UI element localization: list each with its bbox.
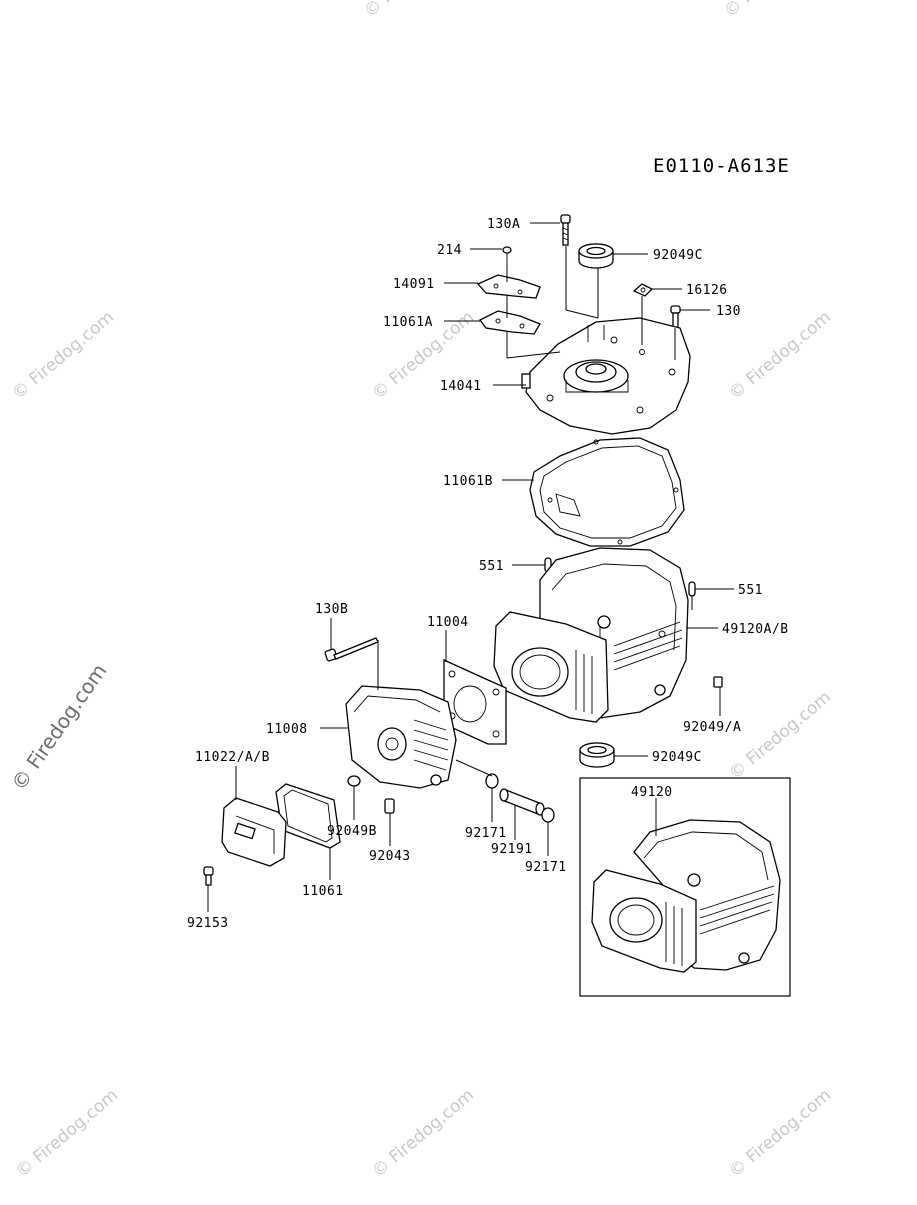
part-92171-left-clip <box>485 773 499 789</box>
part-551-right-dowel <box>688 581 696 597</box>
part-130b-bolt <box>324 637 379 662</box>
label-92043: 92043 <box>369 849 411 864</box>
part-11061-gasket <box>275 783 341 849</box>
part-92171-right-clip <box>541 807 555 823</box>
label-130b: 130B <box>315 602 348 617</box>
part-16126 <box>632 283 654 297</box>
part-labels: 130A 214 92049C 14091 16126 130 11061A 1… <box>187 217 789 931</box>
watermark-large: © Firedog.com <box>6 659 111 795</box>
part-92049a-plug <box>713 676 723 688</box>
part-214-screw <box>502 246 512 265</box>
part-11061b-gasket <box>529 437 685 547</box>
label-551-right: 551 <box>738 583 763 598</box>
label-92049b: 92049B <box>327 824 377 839</box>
label-214: 214 <box>437 243 462 258</box>
part-92153-bolt <box>203 866 214 886</box>
part-130-bolt <box>670 305 681 329</box>
label-11061: 11061 <box>302 884 344 899</box>
label-49120ab: 49120A/B <box>722 622 789 637</box>
watermark: © Firedog.com <box>725 307 835 404</box>
part-11022ab-valve-cover <box>221 797 287 867</box>
part-92049b-plug <box>347 775 361 787</box>
label-14041: 14041 <box>440 379 482 394</box>
part-14041-crankcase-cover <box>521 317 691 435</box>
watermark-layer: © Firedog.com © Firedog.com © Firedog.co… <box>6 0 835 1182</box>
label-11004: 11004 <box>427 615 469 630</box>
label-92049c-top: 92049C <box>653 248 703 263</box>
watermark: © Firedog.com <box>720 0 830 22</box>
label-49120: 49120 <box>631 785 673 800</box>
label-92049a: 92049/A <box>683 720 741 735</box>
label-11061a: 11061A <box>383 315 433 330</box>
label-92191: 92191 <box>491 842 533 857</box>
label-92153: 92153 <box>187 916 229 931</box>
leader-lines <box>207 222 734 912</box>
part-11008-cylinder-head <box>345 685 457 789</box>
part-92191-piston-pin <box>499 788 545 816</box>
label-11008: 11008 <box>266 722 308 737</box>
part-92043-pin <box>384 798 395 814</box>
part-92049c-top-oil-seal <box>578 243 614 269</box>
watermark: © Firedog.com <box>725 687 835 784</box>
label-92171-left: 92171 <box>465 826 507 841</box>
part-92049c-bottom-oil-seal <box>579 742 615 768</box>
label-92171-right: 92171 <box>525 860 567 875</box>
label-14091: 14091 <box>393 277 435 292</box>
label-11061b: 11061B <box>443 474 493 489</box>
watermark: © Firedog.com <box>368 1085 478 1182</box>
label-11022ab: 11022/A/B <box>195 750 270 765</box>
watermark: © Firedog.com <box>12 1085 122 1182</box>
watermark: © Firedog.com <box>360 0 470 22</box>
label-16126: 16126 <box>686 283 728 298</box>
label-130: 130 <box>716 304 741 319</box>
label-92049c-bottom: 92049C <box>652 750 702 765</box>
part-49120ab-crankcase-cylinder <box>493 547 689 723</box>
label-551-left: 551 <box>479 559 504 574</box>
diagram-code: E0110-A613E <box>653 155 790 177</box>
watermark: © Firedog.com <box>725 1085 835 1182</box>
part-49120-inset-crankcase <box>591 819 781 973</box>
part-130a-bolt <box>560 214 571 246</box>
label-130a: 130A <box>487 217 520 232</box>
part-11061a-gasket <box>479 310 541 335</box>
watermark: © Firedog.com <box>8 307 118 404</box>
part-14091-cover <box>476 274 541 299</box>
